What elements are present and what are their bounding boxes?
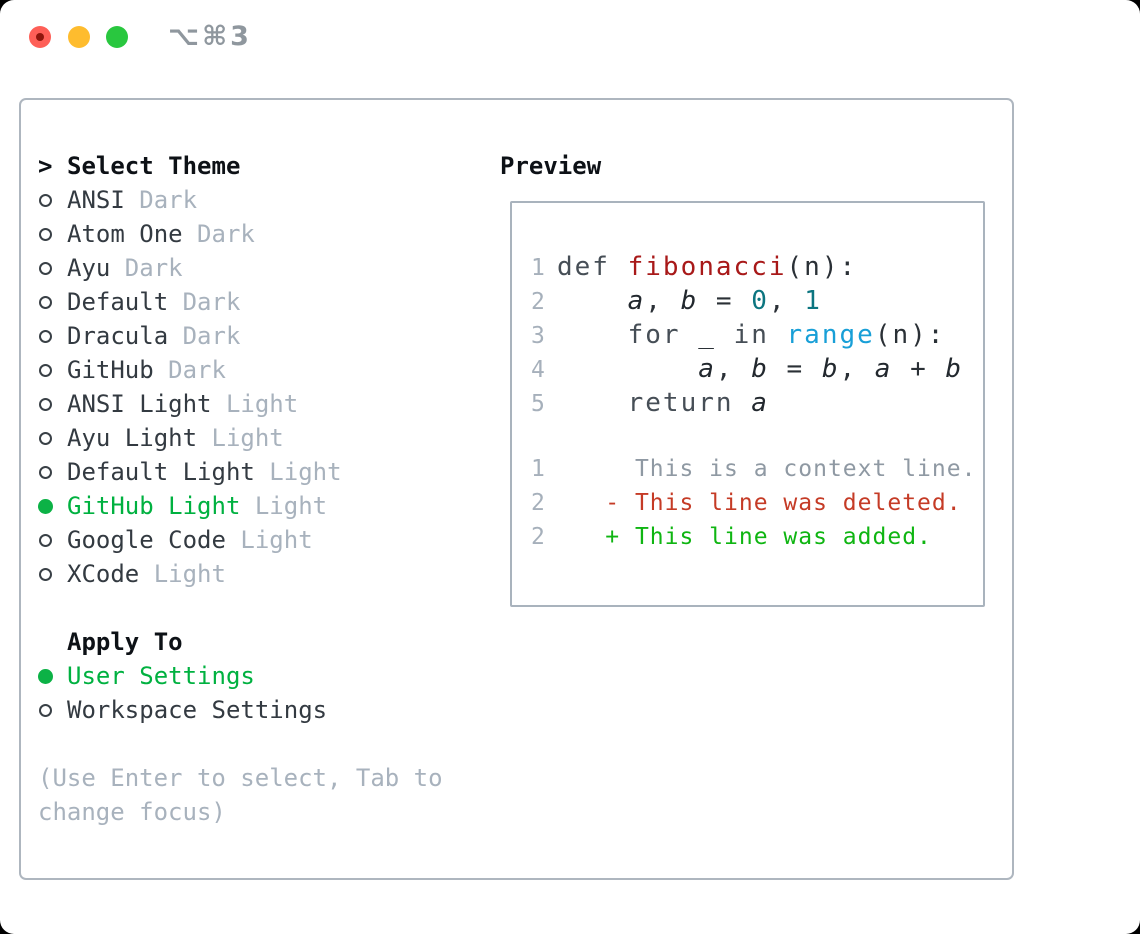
close-button[interactable] [29, 26, 51, 48]
radio-unselected-icon [39, 295, 52, 309]
theme-variant: Dark [124, 186, 198, 214]
radio-unselected-icon [39, 567, 52, 581]
code-line: 4 a, b = b, a + b [531, 354, 964, 384]
theme-variant: Light [197, 424, 284, 452]
theme-name: XCode [67, 560, 140, 588]
apply-to-header: Apply To [38, 625, 327, 659]
theme-name: ANSI [67, 186, 125, 214]
theme-option[interactable]: ANSI Light Light [38, 387, 342, 421]
line-number: 1 [531, 456, 546, 482]
radio-selected-icon [38, 668, 53, 684]
theme-option[interactable]: Default Light Light [38, 455, 342, 489]
line-number: 4 [531, 357, 545, 383]
theme-name: Default [67, 288, 169, 316]
apply-to-option-label: User Settings [67, 662, 255, 690]
window-title: ⌥⌘3 [168, 21, 252, 52]
theme-name: GitHub Light [67, 492, 241, 520]
diff-preview: 1 This is a context line. 2 - This line w… [531, 456, 983, 558]
help-text-line: change focus) [38, 798, 226, 826]
help-text: (Use Enter to select, Tab to change focus… [38, 761, 443, 829]
theme-variant: Light [211, 390, 299, 418]
radio-unselected-icon [39, 465, 52, 479]
theme-list-header: > Select Theme [38, 149, 342, 183]
help-text-line: (Use Enter to select, Tab to [38, 764, 443, 792]
line-number: 3 [531, 323, 545, 349]
radio-unselected-icon [39, 227, 52, 241]
theme-variant: Light [240, 492, 328, 520]
preview-title: Preview [500, 152, 602, 180]
radio-unselected-icon [39, 329, 52, 343]
zoom-button[interactable] [106, 26, 128, 48]
apply-to-option[interactable]: Workspace Settings [38, 693, 327, 727]
line-number: 5 [531, 391, 545, 417]
theme-option[interactable]: Ayu Dark [38, 251, 342, 285]
radio-unselected-icon [39, 397, 52, 411]
theme-option[interactable]: GitHub Dark [38, 353, 342, 387]
radio-unselected-icon [39, 363, 52, 377]
line-number: 2 [531, 289, 545, 315]
radio-unselected-icon [39, 261, 52, 275]
radio-unselected-icon [39, 193, 52, 207]
theme-variant: Light [139, 560, 226, 588]
theme-list-title: Select Theme [67, 152, 241, 180]
theme-variant: Dark [153, 356, 226, 384]
theme-name: Ayu Light [67, 424, 198, 452]
code-line: 5 return a [531, 388, 769, 418]
theme-name: Dracula [67, 322, 169, 350]
theme-variant: Dark [110, 254, 183, 282]
theme-variant: Light [225, 526, 313, 554]
apply-to-title: Apply To [67, 628, 183, 656]
theme-name: Atom One [67, 220, 183, 248]
close-button-dot [36, 33, 44, 41]
theme-option[interactable]: Google Code Light [38, 523, 342, 557]
selection-chevron-icon: > [38, 152, 53, 180]
theme-name: Default Light [67, 458, 255, 486]
theme-variant: Light [254, 458, 342, 486]
theme-option[interactable]: Default Dark [38, 285, 342, 319]
theme-option[interactable]: ANSI Dark [38, 183, 342, 217]
theme-option[interactable]: XCode Light [38, 557, 342, 591]
apply-to-option-label: Workspace Settings [67, 696, 328, 724]
radio-selected-icon [38, 498, 53, 514]
radio-unselected-icon [39, 431, 52, 445]
line-number: 1 [531, 255, 545, 281]
minimize-button[interactable] [68, 26, 90, 48]
diff-line-add: 2 + This line was added. [531, 524, 932, 550]
theme-option[interactable]: Dracula Dark [38, 319, 342, 353]
diff-line-ctx: 1 This is a context line. [531, 456, 977, 482]
line-number: 2 [531, 524, 546, 550]
line-number: 2 [531, 490, 546, 516]
theme-variant: Dark [182, 220, 255, 248]
theme-name: Ayu [67, 254, 111, 282]
theme-variant: Dark [168, 288, 241, 316]
theme-name: ANSI Light [67, 390, 212, 418]
theme-variant: Dark [168, 322, 241, 350]
preview-header: Preview [500, 149, 601, 183]
code-line: 2 a, b = 0, 1 [531, 286, 822, 316]
code-line: 3 for _ in range(n): [531, 320, 946, 350]
radio-unselected-icon [39, 703, 52, 717]
theme-option[interactable]: Atom One Dark [38, 217, 342, 251]
theme-name: GitHub [67, 356, 154, 384]
theme-option[interactable]: GitHub Light Light [38, 489, 342, 523]
radio-unselected-icon [39, 533, 52, 547]
theme-name: Google Code [67, 526, 226, 554]
theme-option[interactable]: Ayu Light Light [38, 421, 342, 455]
apply-to-option[interactable]: User Settings [38, 659, 327, 693]
diff-line-del: 2 - This line was deleted. [531, 490, 962, 516]
